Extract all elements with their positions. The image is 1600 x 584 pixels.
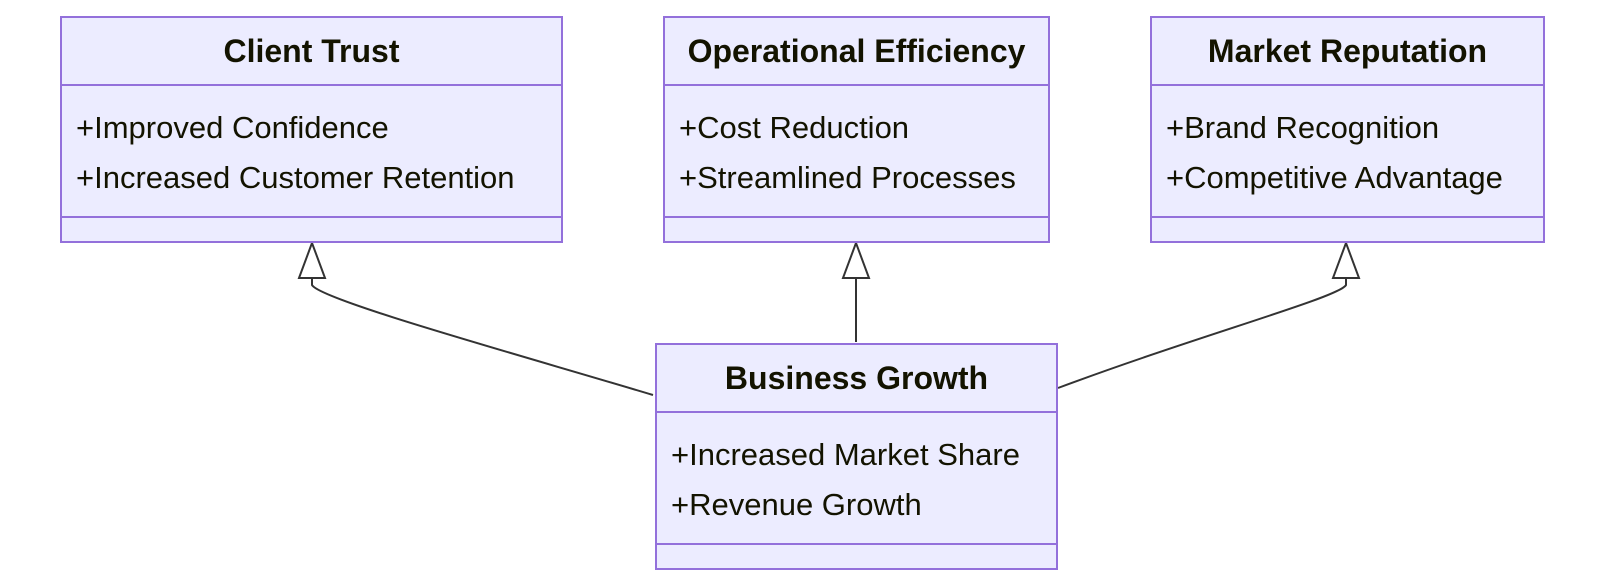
class-business-growth[interactable]: Business Growth +Increased Market Share … [655, 343, 1058, 570]
attribute: +Increased Customer Retention [76, 160, 515, 195]
attribute: +Streamlined Processes [679, 160, 1016, 195]
inheritance-arrow-operational-efficiency [841, 240, 871, 279]
class-title: Business Growth [657, 345, 1056, 413]
class-market-reputation[interactable]: Market Reputation +Brand Recognition +Co… [1150, 16, 1545, 243]
method-compartment [657, 545, 1056, 568]
attribute: +Brand Recognition [1166, 110, 1440, 145]
attribute-compartment: +Increased Market Share +Revenue Growth [657, 413, 1056, 545]
relation-client-trust [311, 277, 654, 396]
attribute: +Cost Reduction [679, 110, 910, 145]
method-compartment [1152, 218, 1543, 241]
attribute-compartment: +Improved Confidence +Increased Customer… [62, 86, 561, 218]
attribute: +Revenue Growth [671, 487, 922, 522]
class-title: Client Trust [62, 18, 561, 86]
attribute: +Increased Market Share [671, 437, 1020, 472]
class-title: Operational Efficiency [665, 18, 1048, 86]
method-compartment [665, 218, 1048, 241]
inheritance-arrow-market-reputation [1331, 240, 1361, 279]
attribute-compartment: +Brand Recognition +Competitive Advantag… [1152, 86, 1543, 218]
class-client-trust[interactable]: Client Trust +Improved Confidence +Incre… [60, 16, 563, 243]
class-title: Market Reputation [1152, 18, 1543, 86]
attribute: +Improved Confidence [76, 110, 389, 145]
attribute-compartment: +Cost Reduction +Streamlined Processes [665, 86, 1048, 218]
class-operational-efficiency[interactable]: Operational Efficiency +Cost Reduction +… [663, 16, 1050, 243]
method-compartment [62, 218, 561, 241]
attribute: +Competitive Advantage [1166, 160, 1503, 195]
inheritance-arrow-client-trust [297, 240, 327, 279]
relation-market-reputation [1057, 277, 1347, 389]
